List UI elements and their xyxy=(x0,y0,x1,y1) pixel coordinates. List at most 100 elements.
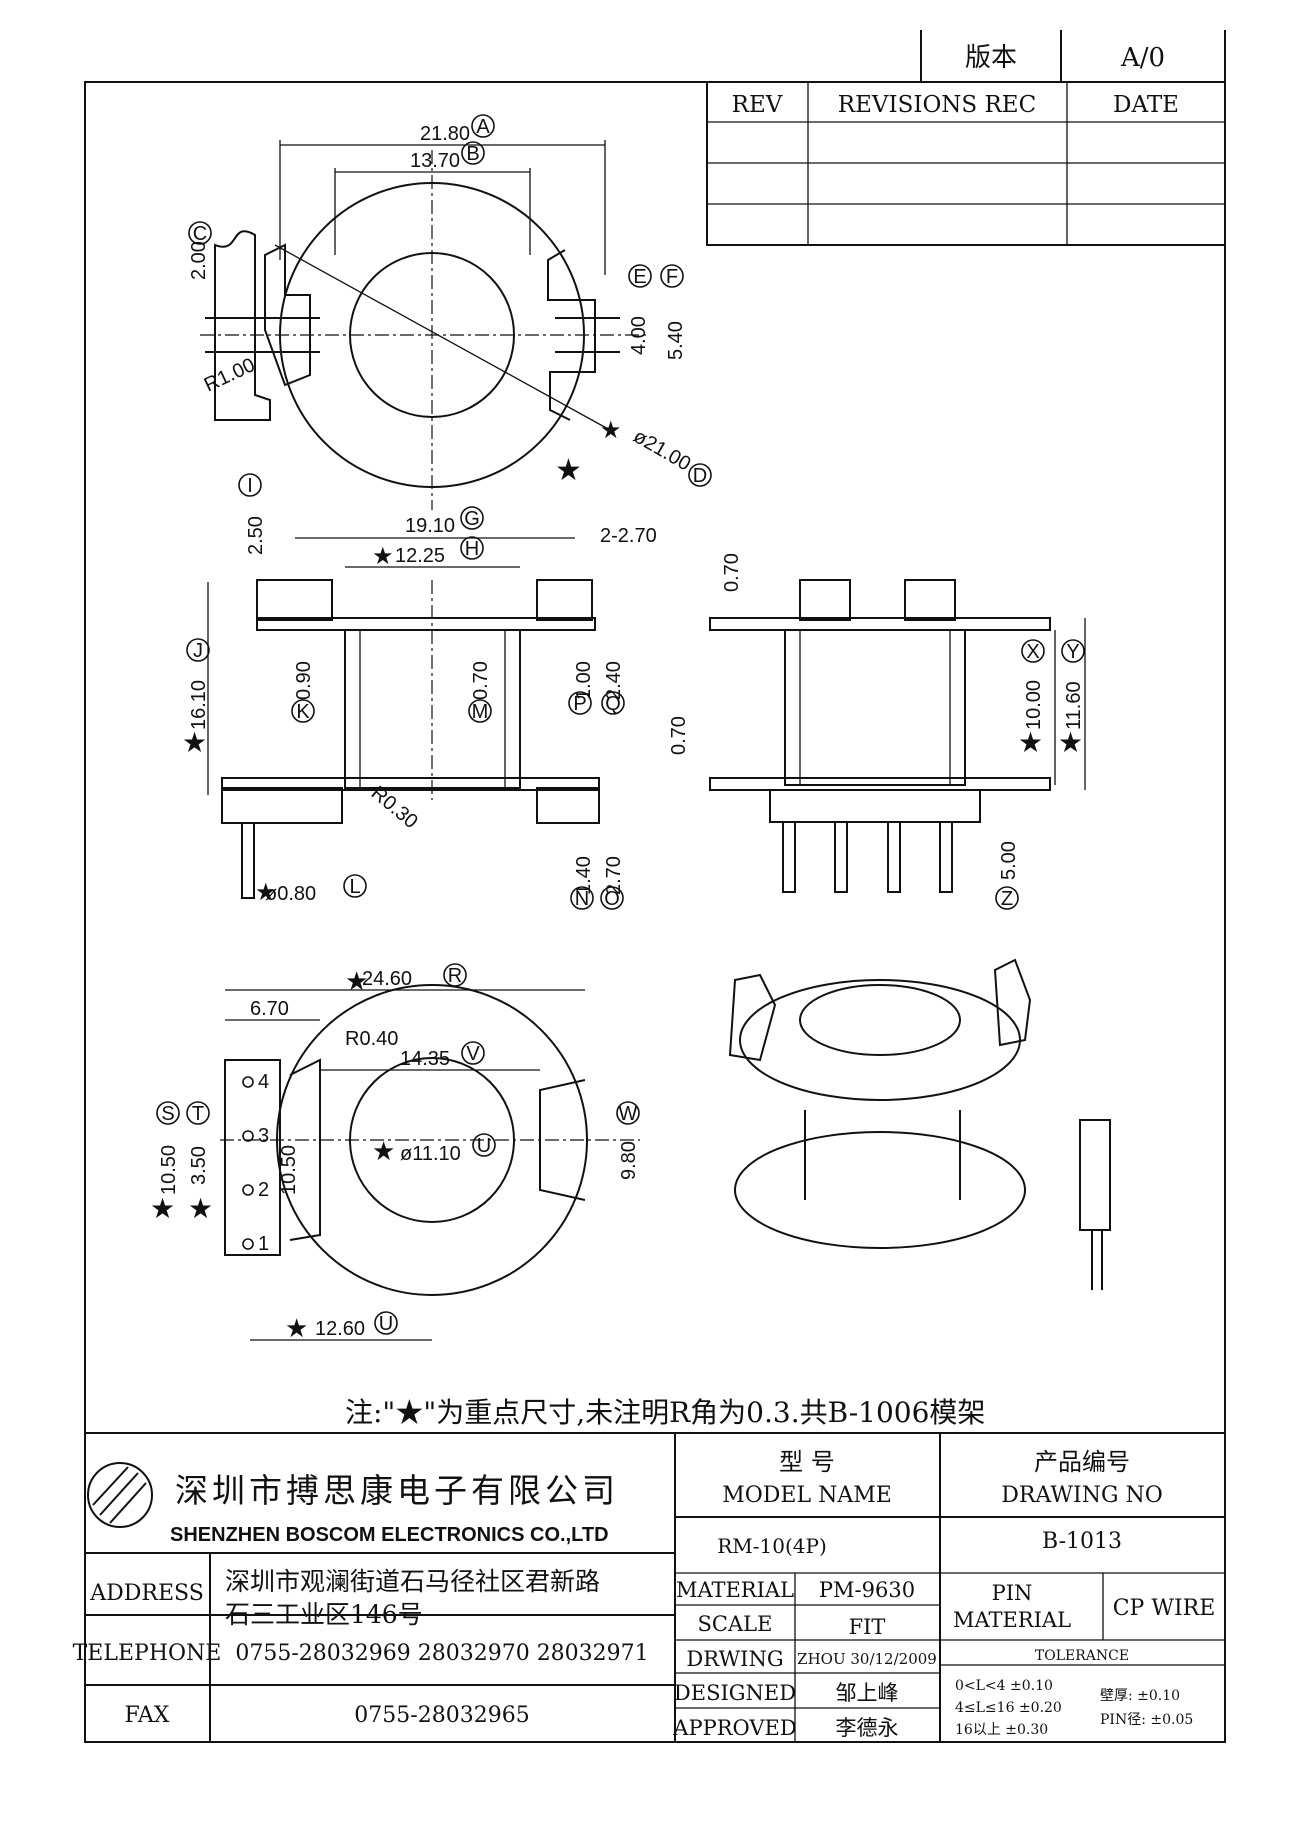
drawing-no-en: DRAWING NO xyxy=(1001,1483,1163,1508)
drawing-value: B-1013 xyxy=(1042,1529,1122,1554)
dim-1-00: 1.00 xyxy=(573,661,595,700)
fax-label: FAX xyxy=(125,1703,170,1728)
tolerance-wall: 壁厚: ±0.10 xyxy=(1100,1688,1180,1704)
rev-col-header: REV xyxy=(732,92,783,118)
dimension-letter: U xyxy=(477,1135,491,1157)
dimension-letter-circle xyxy=(156,1101,180,1125)
dim-16-10: 16.10 xyxy=(188,680,210,730)
dim-0-90: 0.90 xyxy=(293,661,315,700)
dim-4-00: 4.00 xyxy=(628,316,650,355)
dimension-letter-circle xyxy=(468,699,492,723)
dimension-letter-circle xyxy=(461,1041,485,1065)
pin-label: 2 xyxy=(258,1179,269,1201)
isometric-view xyxy=(728,958,1111,1290)
dimension-letter: Y xyxy=(1066,641,1079,663)
top-view-dims: 21.80 13.70 2.00 4.00 5.40 R1.00 ø21.00 … xyxy=(188,123,694,488)
company-name-cn: 深圳市搏思康电子有限公司 xyxy=(175,1471,619,1510)
dim-6-70: 6.70 xyxy=(250,998,289,1020)
dimension-letter-circle xyxy=(471,114,495,138)
scale-value: FIT xyxy=(849,1615,886,1639)
dimension-letter: Z xyxy=(1001,888,1013,910)
star-mark: ★ xyxy=(1058,726,1083,759)
pin-material-value: CP WIRE xyxy=(1113,1596,1216,1621)
revisions-col-header: REVISIONS REC xyxy=(838,92,1036,118)
dim-r0-40: R0.40 xyxy=(345,1028,398,1050)
dimension-letter-circle xyxy=(374,1311,398,1335)
pin-material-label2: MATERIAL xyxy=(953,1608,1071,1632)
model-name-en: MODEL NAME xyxy=(722,1483,892,1508)
dimension-letter: F xyxy=(666,266,678,288)
dimension-letter-circle xyxy=(660,264,684,288)
dimension-letter: W xyxy=(619,1103,638,1125)
fax-value: 0755-28032965 xyxy=(354,1703,529,1728)
tolerance-row: 4≤L≤16 ±0.20 xyxy=(955,1700,1062,1716)
version-box: 版本 A/0 xyxy=(920,30,1226,82)
dim-3-50: 3.50 xyxy=(188,1146,210,1185)
designed-value: 邹上峰 xyxy=(836,1681,899,1705)
version-label: 版本 xyxy=(965,43,1017,73)
model-value: RM-10(4P) xyxy=(717,1534,827,1558)
dim-0-70: 0.70 xyxy=(470,661,492,700)
dimension-letter-circle xyxy=(291,699,315,723)
dimension-letter: U xyxy=(379,1313,393,1335)
dim-19-10: 19.10 xyxy=(405,515,455,537)
dim-9-80: 9.80 xyxy=(618,1141,640,1180)
drawing-by: ZHOU 30/12/2009 xyxy=(797,1650,937,1668)
dimension-letter: S xyxy=(161,1103,174,1125)
dimension-letter-circle xyxy=(186,638,210,662)
pin-label: 4 xyxy=(258,1071,269,1093)
dim-d21-00: ø21.00 xyxy=(630,425,695,475)
dim-2-50: 2.50 xyxy=(245,516,267,555)
dimension-letter: H xyxy=(465,538,479,560)
tolerance-row: 16以上 ±0.30 xyxy=(955,1722,1048,1738)
dimension-letter-circle xyxy=(460,536,484,560)
address-line2: 石三工业区146号 xyxy=(225,1600,423,1629)
model-name-cn: 型 号 xyxy=(779,1448,835,1476)
dimension-letter-circle xyxy=(186,1101,210,1125)
address-line1: 深圳市观澜街道石马径社区君新路 xyxy=(225,1567,600,1596)
dimension-letter-circle xyxy=(688,463,712,487)
star-mark: ★ xyxy=(150,1192,175,1225)
approved-value: 李德永 xyxy=(836,1716,899,1740)
star-mark: ★ xyxy=(1018,726,1043,759)
star-mark: ★ xyxy=(372,1137,395,1167)
dimension-letter: B xyxy=(466,143,479,165)
dimension-letter: N xyxy=(575,888,589,910)
company-name-en: SHENZHEN BOSCOM ELECTRONICS CO.,LTD xyxy=(170,1524,609,1546)
bottom-view: 4 3 2 1 xyxy=(220,984,640,1296)
dim-side-0-70: 0.70 xyxy=(668,716,690,755)
bottom-view-dims: 24.60 6.70 R0.40 14.35 ø11.10 10.50 3.50… xyxy=(150,967,640,1344)
drawing-frame xyxy=(84,81,1226,1743)
dimension-letter-circle xyxy=(570,886,594,910)
designed-label: DESIGNED xyxy=(674,1681,796,1705)
dim-2-00: 2.00 xyxy=(188,241,210,280)
tolerance-pin: PIN径: ±0.05 xyxy=(1100,1712,1193,1728)
material-value: PM-9630 xyxy=(819,1578,915,1602)
version-value: A/0 xyxy=(1120,43,1165,73)
dimension-letter: E xyxy=(633,266,646,288)
star-mark: ★ xyxy=(372,542,394,570)
dimension-letter-circle xyxy=(568,691,592,715)
dim-5-00: 5.00 xyxy=(998,841,1020,880)
note-text: 注:"★"为重点尺寸,未注明R角为0.3.共B-1006模架 xyxy=(345,1396,985,1429)
side-view-dims: 0.70 0.70 10.00 11.60 5.00 ★ ★ xyxy=(668,553,1086,880)
tolerance-row: 0<L<4 ±0.10 xyxy=(955,1678,1053,1694)
dim-11-60: 11.60 xyxy=(1063,681,1085,730)
pin-label: 1 xyxy=(258,1233,269,1255)
dimension-letter-circle xyxy=(460,506,484,530)
drawing-no-cn: 产品编号 xyxy=(1034,1448,1130,1476)
dimension-letter: A xyxy=(476,116,490,138)
dim-5-40: 5.40 xyxy=(665,321,687,360)
dimension-letter-circle xyxy=(628,264,652,288)
dim-13-70: 13.70 xyxy=(410,150,460,172)
dimension-letter-circle xyxy=(443,963,467,987)
dimension-letter: J xyxy=(193,640,203,662)
dimension-letter: D xyxy=(693,465,707,487)
dim-2-40: 2.40 xyxy=(603,661,625,700)
side-view xyxy=(709,579,1051,893)
dim-1-40: 1.40 xyxy=(573,856,595,895)
dim-side-0-70-top: 0.70 xyxy=(721,553,743,592)
star-mark: ★ xyxy=(188,1192,213,1225)
